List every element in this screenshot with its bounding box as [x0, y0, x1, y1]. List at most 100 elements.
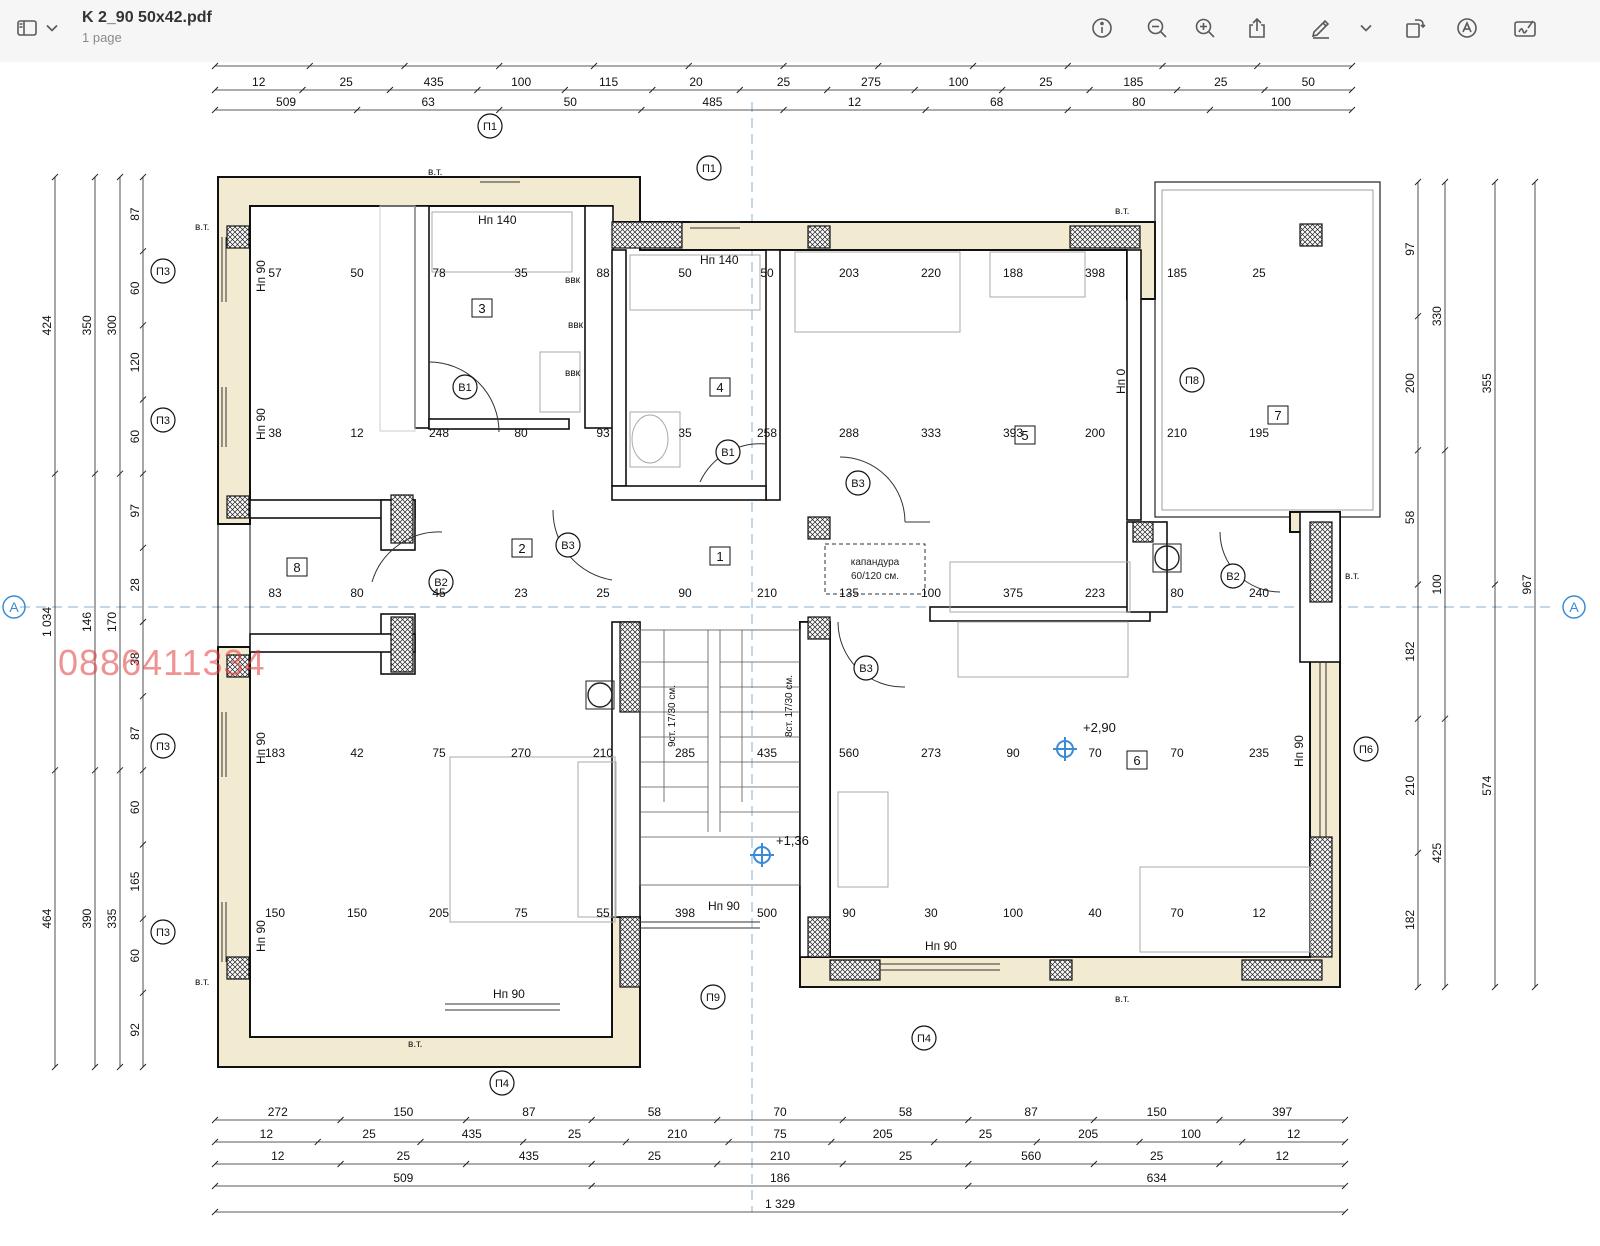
zoom-in-icon[interactable]	[1188, 13, 1222, 43]
dimension-label: 93	[596, 426, 610, 440]
opening-mark: В2	[1220, 563, 1246, 589]
vt-label: в.т.	[1115, 206, 1129, 217]
dimension-label: 75	[432, 746, 446, 760]
dimension-label: 390	[80, 908, 94, 928]
dimension-label: 150	[393, 1105, 413, 1119]
opening-mark-label: В3	[859, 663, 872, 675]
dimension-label: 50	[1302, 75, 1316, 89]
chevron-down-icon[interactable]	[42, 13, 62, 43]
dimension-label: 285	[675, 746, 695, 760]
dimension-label: 87	[522, 1105, 536, 1119]
zoom-out-icon[interactable]	[1140, 13, 1174, 43]
dimension-label: 50	[350, 266, 364, 280]
dimension-label: 235	[1249, 746, 1269, 760]
dimension-label: 25	[729, 62, 743, 65]
dimension-label: 120	[128, 352, 142, 372]
dimension-label: 70	[1170, 906, 1184, 920]
room-number: 6	[1133, 753, 1140, 768]
dimension-label: 634	[1147, 1171, 1167, 1185]
stairs-label: 8ст. 17/30 см.	[784, 675, 795, 737]
level-markers	[750, 737, 1077, 867]
room-number: 2	[518, 541, 525, 556]
dimension-label: 185	[1167, 266, 1187, 280]
dimension-label: 182	[1403, 910, 1417, 930]
dimension-label: 509	[276, 95, 296, 109]
signature-icon[interactable]	[1508, 13, 1542, 43]
axis-label: A	[1569, 599, 1579, 615]
chevron-down-icon[interactable]	[1356, 13, 1376, 43]
dimension-label: 88	[596, 266, 610, 280]
dimension-label: 12	[1252, 906, 1266, 920]
dimension-label: 50	[1298, 62, 1312, 65]
dimension-label: 80	[1170, 586, 1184, 600]
dimension-label: 435	[519, 1149, 539, 1163]
rotate-icon[interactable]	[1398, 13, 1432, 43]
dimension-label: 38	[128, 652, 142, 666]
np-label: Нп 90	[1292, 735, 1306, 767]
sidebar-icon[interactable]	[10, 13, 44, 43]
dimension-label: 273	[921, 746, 941, 760]
dimension-label: 203	[839, 266, 859, 280]
dimension-label: 35	[514, 266, 528, 280]
dimension-label: 75	[773, 1127, 787, 1141]
level-label: +1,36	[776, 833, 809, 848]
np-label: Нп 0	[1114, 369, 1128, 394]
top-dims-row: 1225203122202558525121732550	[211, 62, 1356, 70]
axis-label: A	[9, 599, 19, 615]
dimension-label: 248	[429, 426, 449, 440]
dimension-label: 25	[568, 1127, 582, 1141]
opening-mark: П3	[150, 407, 176, 433]
columns	[226, 221, 1333, 988]
dimension-label: 70	[1088, 746, 1102, 760]
dimension-label: 87	[128, 726, 142, 740]
dimension-label: 210	[667, 1127, 687, 1141]
dimension-label: 75	[514, 906, 528, 920]
dimension-label: 203	[442, 62, 462, 65]
dimension-label: 87	[1024, 1105, 1038, 1119]
info-icon[interactable]	[1085, 13, 1119, 43]
skylight-label: капандура	[851, 557, 900, 568]
dimension-label: 25	[1214, 75, 1228, 89]
dimension-label: 210	[770, 1149, 790, 1163]
opening-mark: В3	[845, 470, 871, 496]
watermark-phone: 0886411334	[58, 642, 266, 683]
share-icon[interactable]	[1240, 13, 1274, 43]
vt-label: в.т.	[195, 977, 209, 988]
dimension-label: 393	[1003, 426, 1023, 440]
markup-icon[interactable]	[1450, 13, 1484, 43]
document-canvas[interactable]: A A	[0, 62, 1600, 1246]
opening-mark-label: В1	[458, 382, 471, 394]
dimension-label: 90	[842, 906, 856, 920]
pen-icon[interactable]	[1304, 13, 1338, 43]
dimension-label: 100	[1003, 906, 1023, 920]
dimension-label: 87	[128, 207, 142, 221]
dimension-label: 100	[948, 75, 968, 89]
dimension-label: 509	[393, 1171, 413, 1185]
bottom-dims-total: 1 329	[211, 1197, 1349, 1216]
dimension-label: 80	[350, 586, 364, 600]
np-label: Нп 90	[254, 408, 268, 440]
dimension-label: 28	[128, 578, 142, 592]
dimension-label: 205	[873, 1127, 893, 1141]
dimension-label: 425	[1430, 843, 1444, 863]
dimension-label: 20	[689, 75, 703, 89]
dimension-label: 355	[1480, 373, 1494, 393]
room-number: 3	[478, 301, 485, 316]
staircase	[639, 629, 801, 886]
dimension-label: 135	[839, 586, 859, 600]
room-number: 1	[716, 549, 723, 564]
dimension-lines: 1225203122202558525121732550122543510011…	[40, 62, 1539, 1216]
np-label: Нп 140	[478, 213, 517, 227]
dimension-label: 58	[899, 1105, 913, 1119]
dimension-label: 220	[921, 266, 941, 280]
dimension-label: 55	[596, 906, 610, 920]
dimension-label: 23	[514, 586, 528, 600]
dimension-label: 188	[1003, 266, 1023, 280]
opening-mark: П9	[700, 984, 726, 1010]
